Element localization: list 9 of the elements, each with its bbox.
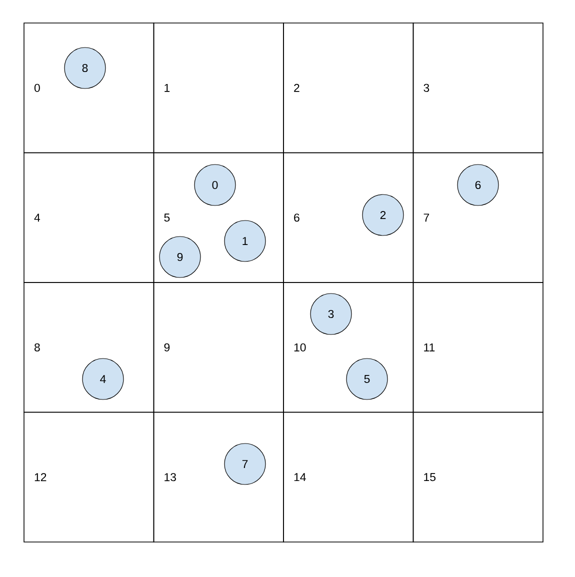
grid-cell: 11	[412, 282, 544, 413]
grid-cell: 15	[412, 412, 544, 542]
grid-cell: 12	[24, 412, 154, 542]
grid-cell: 4	[24, 152, 154, 283]
grid-cell: 14	[283, 412, 414, 542]
grid-cell: 2	[283, 22, 414, 154]
grid-cell: 9	[153, 282, 284, 413]
grid-cell: 3	[412, 22, 544, 154]
grid-cell: 1	[153, 22, 284, 154]
